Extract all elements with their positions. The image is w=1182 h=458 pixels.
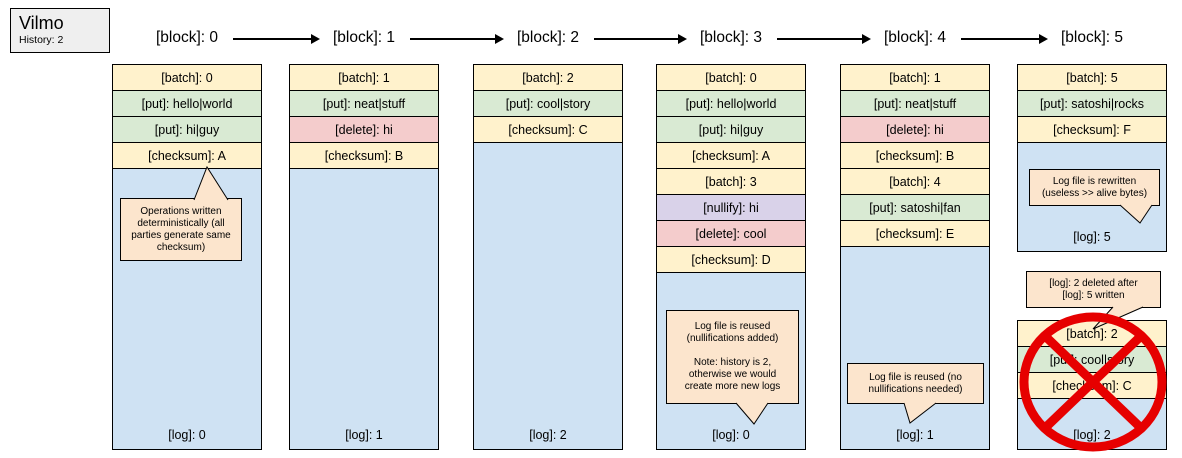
log-label: [log]: 5 (1073, 230, 1111, 244)
arrow-right-icon (233, 34, 320, 44)
op-row: [delete]: hi (290, 117, 438, 143)
arrow-right-icon (777, 34, 871, 44)
op-row: [put]: neat|stuff (841, 91, 989, 117)
op-row: [batch]: 2 (474, 65, 622, 91)
op-row: [put]: satoshi|fan (841, 195, 989, 221)
op-row: [checksum]: B (290, 143, 438, 169)
op-row: [checksum]: D (657, 247, 805, 273)
callout-log-rewritten: Log file is rewritten (useless >> alive … (1029, 169, 1160, 206)
log-label: [log]: 2 (1073, 428, 1111, 442)
arrow-right-icon (594, 34, 687, 44)
op-row: [put]: satoshi|rocks (1018, 91, 1166, 117)
op-row: [checksum]: F (1018, 117, 1166, 143)
op-row: [batch]: 4 (841, 169, 989, 195)
log-label: [log]: 0 (712, 428, 750, 442)
legend-subtitle: History: 2 (19, 34, 64, 46)
callout-pointer-icon (1119, 204, 1153, 224)
crossed-out-icon (1019, 312, 1167, 452)
log-file-area: [log]: 1 (290, 169, 438, 449)
op-row: [batch]: 1 (841, 65, 989, 91)
block-0-header: [block]: 0 (155, 29, 219, 46)
op-row: [put]: cool|story (474, 91, 622, 117)
op-row: [batch]: 0 (657, 65, 805, 91)
callout-pointer-icon (735, 402, 769, 425)
op-row: [put]: neat|stuff (290, 91, 438, 117)
block-4-header: [block]: 4 (883, 29, 947, 46)
op-row: [batch]: 5 (1018, 65, 1166, 91)
block-2-header: [block]: 2 (516, 29, 580, 46)
op-row: [nullify]: hi (657, 195, 805, 221)
op-row: [batch]: 3 (657, 169, 805, 195)
block-5-header: [block]: 5 (1060, 29, 1124, 46)
op-row: [checksum]: A (113, 143, 261, 169)
log-file-area: [log]: 2 (474, 143, 622, 449)
legend-panel: Vilmo History: 2 (10, 8, 110, 53)
log-label: [log]: 1 (896, 428, 934, 442)
op-row: [delete]: cool (657, 221, 805, 247)
op-row: [checksum]: C (474, 117, 622, 143)
log-label: [log]: 0 (168, 428, 206, 442)
log-label: [log]: 1 (345, 428, 383, 442)
op-row: [checksum]: B (841, 143, 989, 169)
legend-title: Vilmo (19, 13, 64, 33)
arrow-right-icon (410, 34, 504, 44)
log-label: [log]: 2 (529, 428, 567, 442)
op-row: [put]: hello|world (113, 91, 261, 117)
op-row: [checksum]: A (657, 143, 805, 169)
op-row: [put]: hi|guy (113, 117, 261, 143)
block-2-column: [batch]: 2 [put]: cool|story [checksum]:… (473, 64, 623, 450)
block-3-header: [block]: 3 (699, 29, 763, 46)
op-row: [batch]: 0 (113, 65, 261, 91)
callout-pointer-icon (193, 165, 229, 201)
arrow-right-icon (961, 34, 1048, 44)
block-5-column: [batch]: 5 [put]: satoshi|rocks [checksu… (1017, 64, 1167, 252)
callout-log-deleted: [log]: 2 deleted after [log]: 5 written (1026, 271, 1161, 308)
block-1-column: [batch]: 1 [put]: neat|stuff [delete]: h… (289, 64, 439, 450)
callout-deterministic: Operations written deterministically (al… (120, 198, 242, 261)
op-row: [delete]: hi (841, 117, 989, 143)
op-row: [put]: hi|guy (657, 117, 805, 143)
callout-log-reused-nullifications: Log file is reused (nullifications added… (666, 310, 799, 404)
op-row: [batch]: 1 (290, 65, 438, 91)
callout-pointer-icon (903, 402, 937, 424)
op-row: [put]: hello|world (657, 91, 805, 117)
op-row: [checksum]: E (841, 221, 989, 247)
block-1-header: [block]: 1 (332, 29, 396, 46)
callout-log-reused: Log file is reused (no nullifications ne… (847, 363, 984, 404)
